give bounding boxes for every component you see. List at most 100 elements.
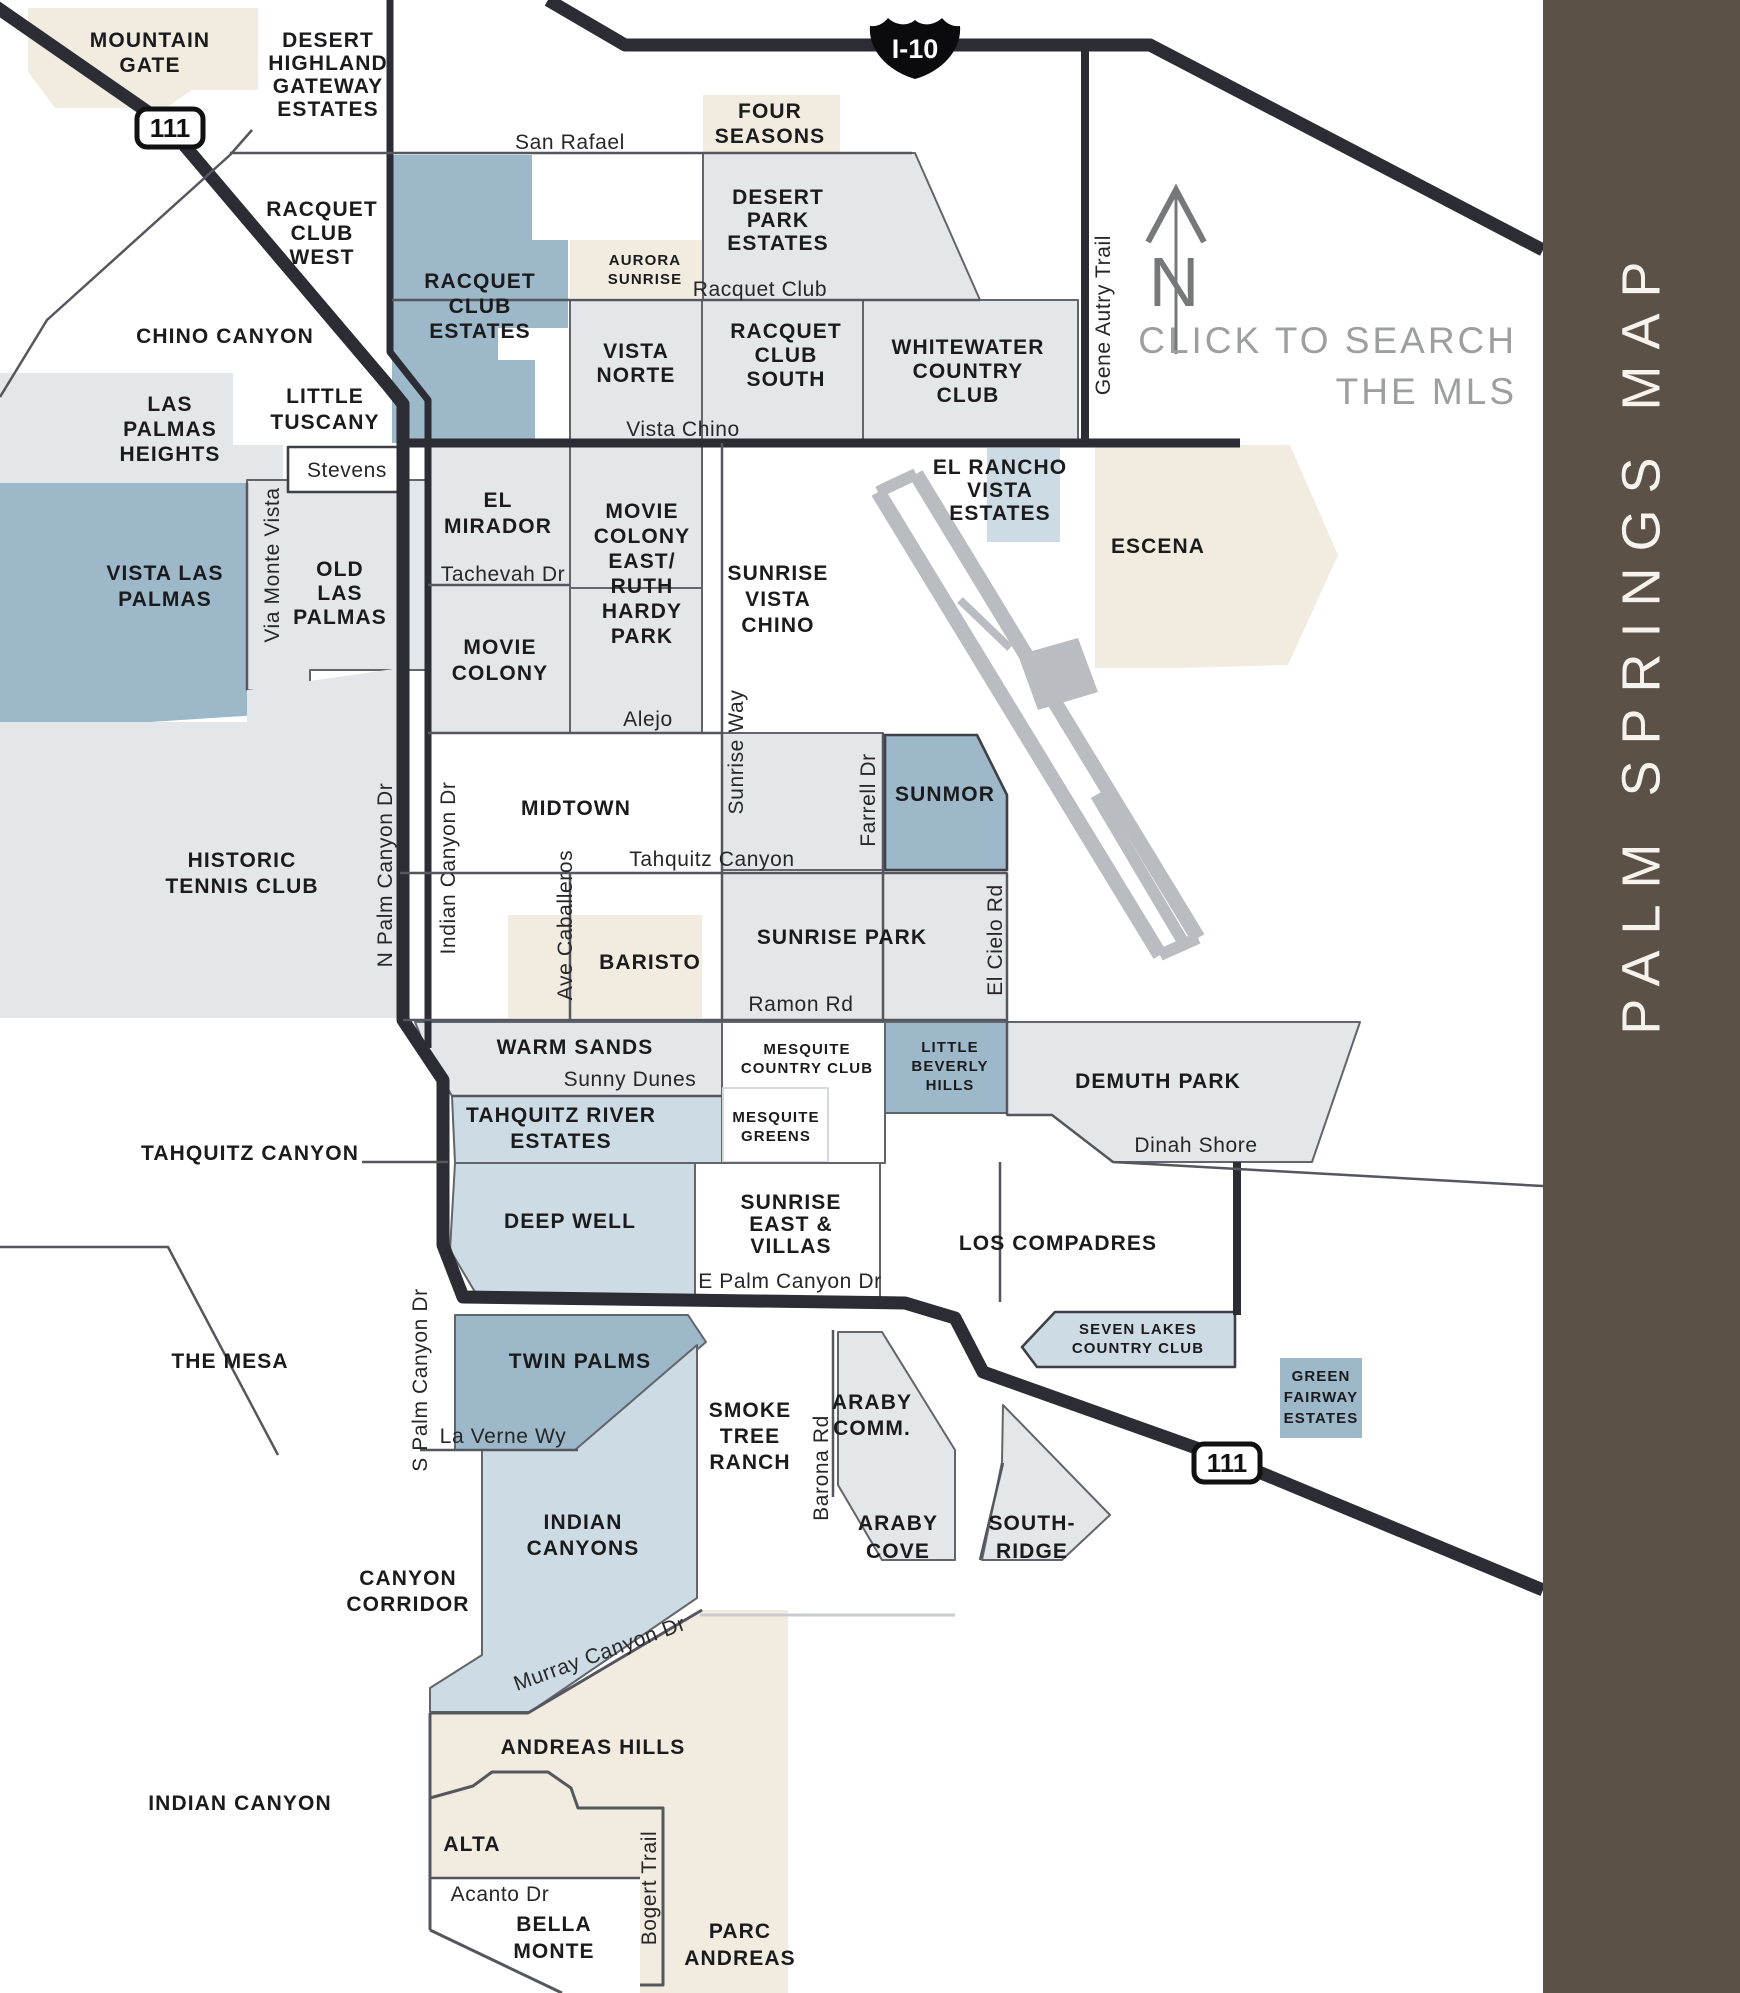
region-mountain-gate: [28, 8, 258, 108]
region-vista-las-palmas: [0, 483, 307, 722]
street-label-acanto-dr: Acanto Dr: [451, 1883, 550, 1906]
sidebar-title-wrap: PALM SPRINGS MAP: [1543, 150, 1740, 1130]
street-label-vista-chino: Vista Chino: [626, 418, 740, 441]
region-andreas-hills: [430, 1610, 788, 1993]
region-green-fairway-estates: [1280, 1358, 1362, 1438]
street-label-ramon-rd: Ramon Rd: [748, 993, 853, 1016]
region-el-rancho-vista-estates: [987, 448, 1060, 542]
label-andreas-hills: ANDREAS HILLS: [501, 1736, 686, 1759]
street-label-dinah-shore: Dinah Shore: [1134, 1134, 1257, 1157]
interstate-shield-i-10: I-10: [869, 18, 961, 79]
mls-search-link[interactable]: CLICK TO SEARCH THE MLS: [1138, 320, 1517, 412]
label-south-ridge: SOUTH-RIDGE: [988, 1512, 1075, 1563]
road-bella-monte-diagonal: [429, 1928, 563, 1993]
region-historic-tennis-club-north: [247, 668, 400, 722]
street-label-el-cielo-rd: El Cielo Rd: [984, 884, 1007, 996]
mls-search-line1[interactable]: CLICK TO SEARCH: [1138, 320, 1517, 361]
street-label-farrell-dr: Farrell Dr: [857, 753, 880, 847]
state-route-shield-111: 111: [1191, 1441, 1263, 1485]
state-route-shield-111: 111: [134, 106, 206, 150]
region-baristo: [508, 915, 702, 1018]
label-demuth-park: DEMUTH PARK: [1075, 1070, 1241, 1093]
street-label-barona-rd: Barona Rd: [810, 1415, 833, 1521]
street-label-alejo: Alejo: [623, 708, 673, 731]
street-label-bogert-trail: Bogert Trail: [638, 1831, 661, 1946]
street-label-la-verne-wy: La Verne Wy: [440, 1425, 567, 1448]
street-label-indian-canyon-dr: Indian Canyon Dr: [437, 781, 460, 954]
region-racquet-club-estates-south-block: [498, 360, 535, 443]
mls-search-line2[interactable]: THE MLS: [1336, 371, 1517, 412]
label-chino-canyon: CHINO CANYON: [136, 325, 314, 348]
highway-shields: 111 111 I-10: [134, 18, 1263, 1485]
region-escena: [1095, 445, 1338, 668]
street-label-tachevah-dr: Tachevah Dr: [441, 563, 566, 586]
label-midtown: MIDTOWN: [521, 797, 631, 820]
svg-text:111: 111: [150, 113, 191, 143]
label-baristo: BARISTO: [599, 951, 701, 974]
label-warm-sands: WARM SANDS: [497, 1036, 654, 1059]
road-bogert-trail-road: [429, 1770, 665, 1987]
region-aurora-sunrise-area: [570, 240, 702, 298]
region-movie-colony: [427, 584, 571, 734]
region-historic-tennis-club: [0, 722, 400, 1018]
label-twin-palms: TWIN PALMS: [509, 1350, 651, 1373]
svg-text:I-10: I-10: [892, 34, 939, 64]
road-murray-canyon-dr-road: [430, 1608, 703, 1715]
region-seven-lakes-country-club: [1020, 1310, 1237, 1369]
street-label-gene-autry-trail: Gene Autry Trail: [1092, 235, 1115, 395]
label-alta: ALTA: [443, 1833, 500, 1856]
road-indian-canyon-dr-road: [386, 0, 432, 1048]
street-label-stevens: Stevens: [307, 459, 387, 482]
region-sunmor: [883, 733, 1009, 872]
road-hwy-111-palm-canyon-route: [0, 1, 1546, 1597]
label-the-mesa: THE MESA: [171, 1350, 288, 1373]
region-four-seasons: [703, 95, 840, 153]
street-label-via-monte-vista: Via Monte Vista: [261, 487, 284, 642]
label-tahquitz-canyon: TAHQUITZ CANYON: [141, 1142, 359, 1165]
runway-segment-4: [1090, 791, 1192, 951]
road-mesa-border: [0, 1245, 280, 1456]
label-sunrise-park: SUNRISE PARK: [757, 926, 927, 949]
compass-north-icon: N: [1145, 183, 1207, 354]
region-araby-comm-wedge: [837, 1331, 956, 1561]
road-dinah-shore-road: [1007, 1113, 1544, 1188]
svg-text:111: 111: [1207, 1448, 1248, 1478]
road-araby-slash: [978, 1462, 1005, 1561]
road-mountain-boundary-nw: [0, 129, 253, 398]
label-deep-well: DEEP WELL: [504, 1210, 636, 1233]
runway-segment-2: [875, 468, 919, 498]
sidebar: PALM SPRINGS MAP: [1543, 0, 1740, 1993]
region-south-ridge-wedge: [981, 1404, 1111, 1561]
page-title: PALM SPRINGS MAP: [1611, 245, 1672, 1035]
airport-apron: [1018, 638, 1098, 710]
street-label-ave-caballeros: Ave Caballeros: [554, 850, 577, 1000]
road-interstate-10: [544, 0, 1547, 256]
airport-runways: [871, 468, 1205, 961]
label-sunmor: SUNMOR: [895, 783, 995, 806]
